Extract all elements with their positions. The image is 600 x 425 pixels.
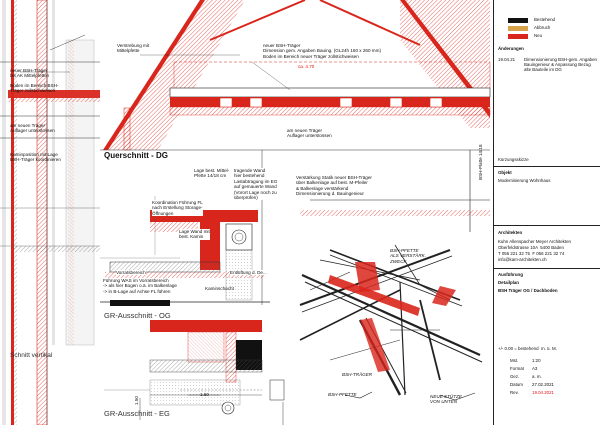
legend-label-demolition: Abbruch [534,25,551,30]
note-left-3: am neuen Träger Auflager unterstossen [10,123,55,134]
legend-swatch-new [508,34,528,39]
meta-key-revision: Rev. [510,390,519,395]
note-c1: Lage best. Mittel- Pfette 14/18 cm [194,168,230,179]
plan-name: BSH Träger OG / Dachboden [498,288,558,293]
key-plan-label: Kürzungsskizze [498,157,529,162]
note-top-2: neuer BSH-Träger Dimension gem. Angaben … [263,43,381,60]
axonometric-sketch [299,244,483,401]
change-text: Dimensionierung BSH-gem. Angaben Bauinge… [524,57,597,73]
divider-3 [494,268,600,269]
note-left-4: Kaminposition mit Lage BSH-Träger koordi… [10,152,61,163]
note-c2: tragende Wand hier bestehend Lastabtragu… [234,168,278,201]
dimension-label-2: 1.50 [200,392,209,397]
note-c7: Führung WAS im Vorratsbereich -> als hie… [103,278,177,295]
meta-value-drawn: a. m. [532,374,542,379]
architects-line-4: info@kam-architekten.ch [498,257,547,262]
meta-key-format: Format [510,366,524,371]
title-block: Bestehend Abbruch Neu Änderungen 19.04.2… [493,0,600,425]
architects-heading: Architekten [498,230,523,235]
note-left-2: Boden im Bereich BSH- Träger zollstichwe… [10,83,59,94]
legend-swatch-existing [508,18,528,23]
divider-2 [494,225,600,226]
divider-1 [494,166,600,167]
execution-heading: Ausführung [498,272,523,277]
title-gr-eg: GR-Ausschnitt - EG [104,409,170,418]
meta-key-date: Datum [510,382,523,387]
note-mid-1: am neuen Träger Auflager unterstossen [287,128,332,139]
sketch-note-3: BSH-PFETTE [328,392,357,397]
title-vertical-section: Schnitt vertikal [10,352,53,359]
note-c6: Vorratsbereich [116,270,146,276]
height-reference: +/- 0.00 = bestehend m. ü. M. [498,346,557,351]
legend-swatch-demolition [508,26,528,31]
meta-key-scale: Mst. [510,358,519,363]
floor-plan-eg [104,320,285,415]
note-c3: Verstärkung Statik neuer BSH-Träger über… [296,175,372,197]
sketch-note-1: BSH-PFETTE ALS VERSTÄRK. ZWECK [390,248,426,264]
execution-subheading: Detailplan [498,280,519,285]
sketch-note-2: BSH-TRÄGER [342,372,373,377]
object-heading: Objekt [498,170,512,175]
dimension-label-1: ca. 4.70 [298,64,315,69]
architects-line-1: Kuhn Allenspacher Meyer Architekten [498,239,571,244]
meta-value-format: A3 [532,366,538,371]
legend-label-new: Neu [534,33,543,38]
meta-value-scale: 1:20 [532,358,541,363]
dimension-label-3: 1.50 [134,396,139,405]
architects-line-2: Oberfeldstrasse 10A 5400 Baden [498,245,564,250]
meta-value-date: 27.02.2021 [532,382,554,387]
legend-label-existing: Bestehend [534,17,555,22]
meta-key-drawn: Gez. [510,374,520,379]
title-gr-og: GR-Ausschnitt - OG [104,311,171,320]
change-date: 19.04.21 [498,57,516,62]
note-left-1: neuer BSH-Träger bis AK Mittelpfetten [10,68,50,79]
meta-value-revision: 19.04.2021 [532,390,554,395]
object-name: Modernisierung Wohnhaus [498,178,551,183]
note-c4: Koordination Führung FL nach Erstellung … [152,200,203,217]
note-vertical-1: BSH-Platte 14/18 [478,144,483,181]
note-c5: Lage Wand mit best. Kamin [179,229,210,240]
dimension-lines [139,394,284,425]
sketch-red-members [328,262,456,372]
note-c8: Entlüftung d. De... [230,270,267,276]
roof-section [100,0,491,151]
note-c9: Kaminschacht [205,286,234,291]
sketch-note-4: NEUE STÜTZE VON UNTEN [430,394,462,405]
architects-line-3: T 056 221 32 75 F 056 221 32 74 [498,251,565,256]
vertical-section [0,0,100,425]
changes-heading: Änderungen [498,46,524,51]
note-top-1: Verstrebung mit Mittelpfette [117,43,150,54]
title-cross-section: Querschnitt - DG [104,151,169,160]
